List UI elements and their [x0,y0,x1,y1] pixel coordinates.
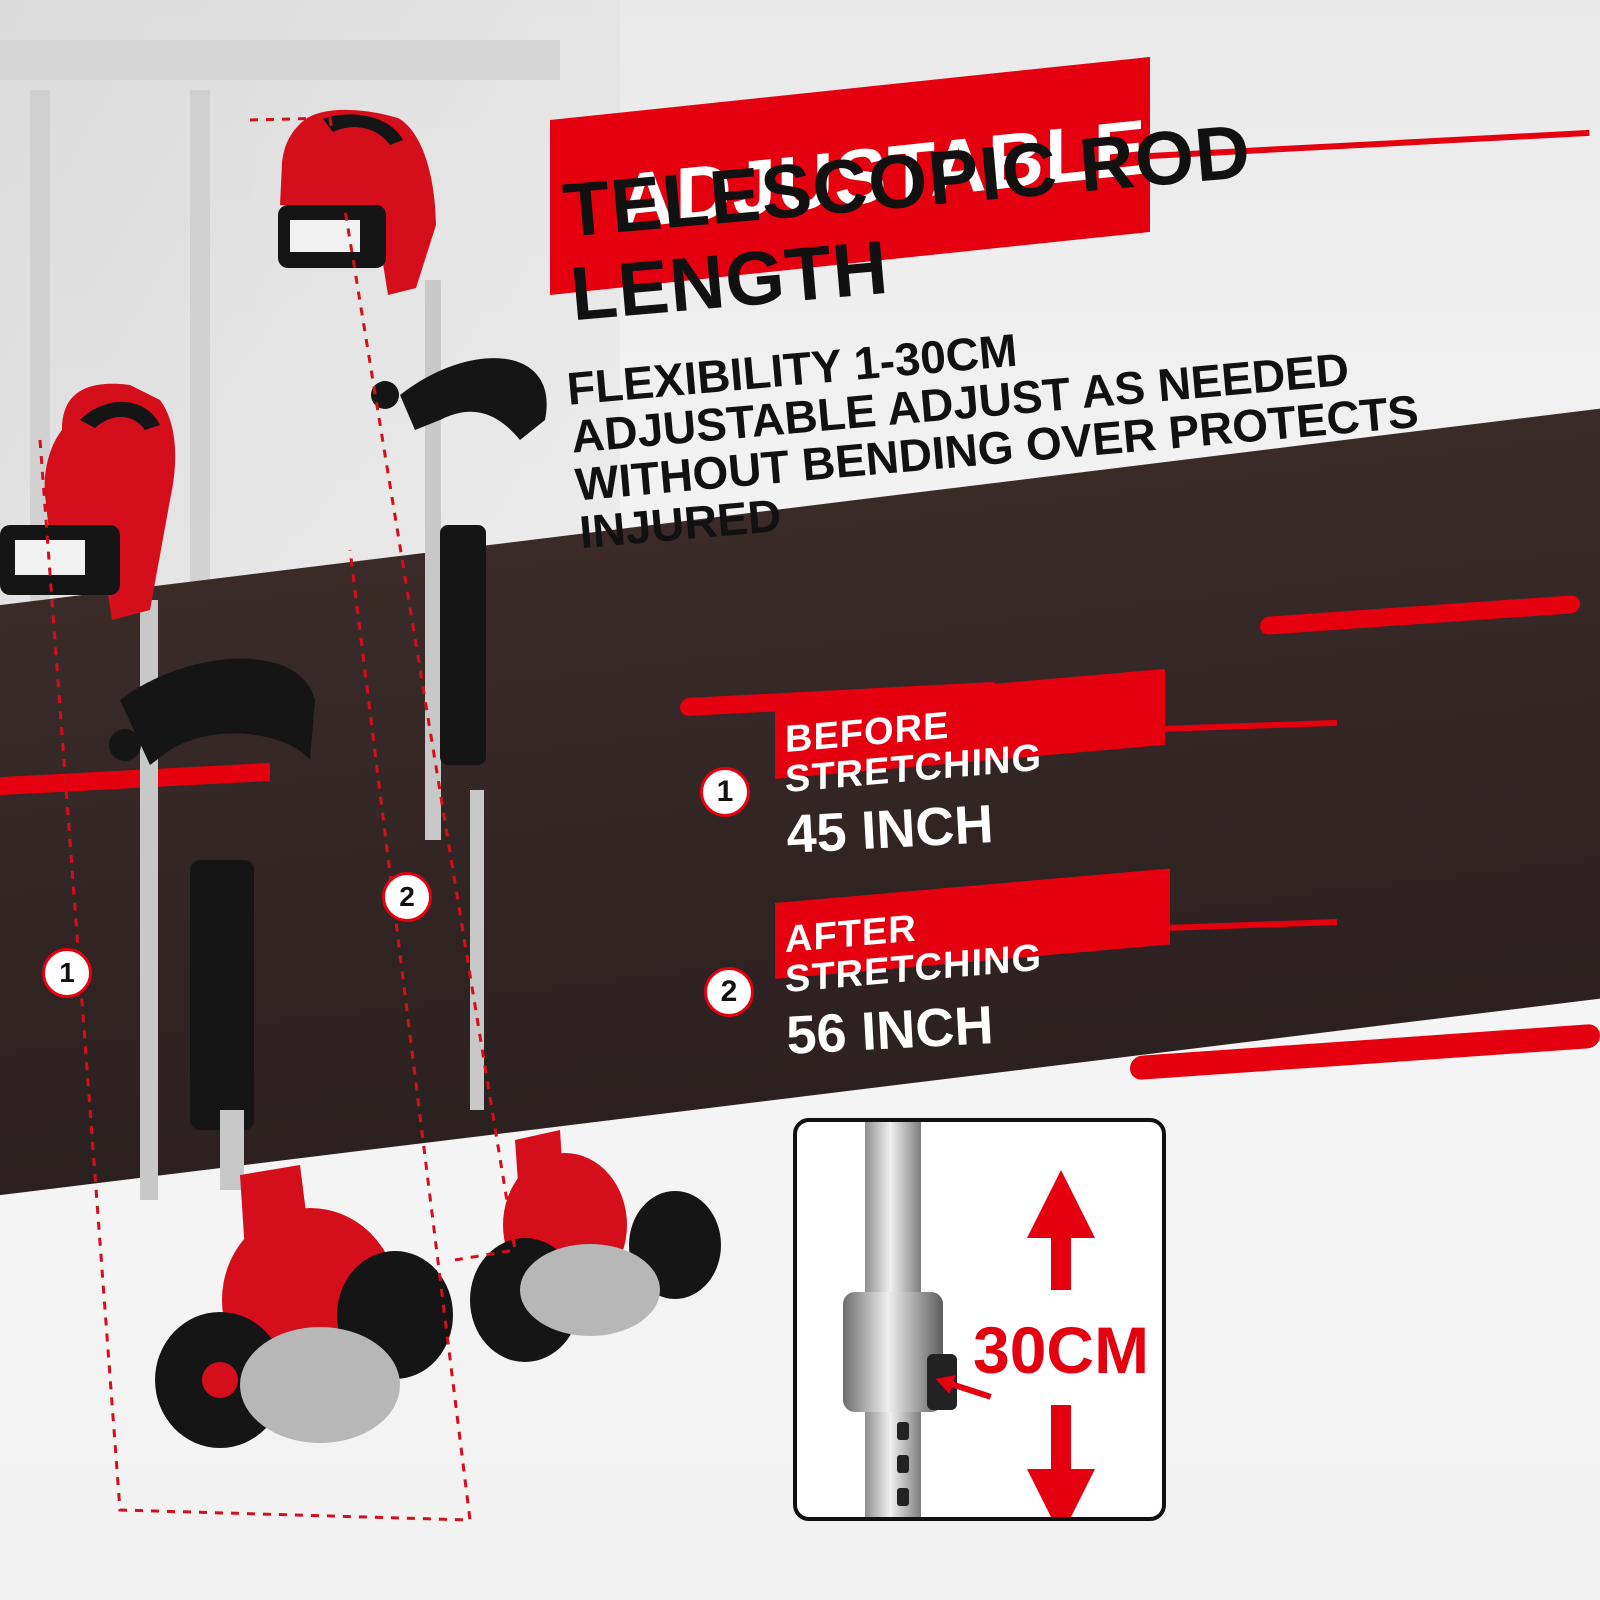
short-handle-red [44,383,176,620]
short-wheel-hub [202,1362,238,1398]
inset-label: 30CM [973,1313,1150,1387]
spec-1-value: 45 INCH [784,794,995,865]
arrow-up-icon [1027,1170,1095,1238]
long-rod-grip [440,525,486,765]
trimmer-short [0,383,472,1522]
arrow-down-icon [1027,1469,1095,1517]
short-blade-disc [240,1327,400,1443]
arrow-up-stem [1051,1232,1071,1290]
inset-slot-2 [897,1455,909,1473]
short-knob [109,729,141,761]
long-loop-handle [400,358,547,440]
long-rod-extension [470,790,484,1110]
product-marker-1: 1 [42,948,92,998]
short-loop-handle [120,658,315,765]
arrow-down-stem [1051,1405,1071,1469]
product-marker-2: 2 [382,872,432,922]
inset-slot-1 [897,1422,909,1440]
inset-collar [843,1292,943,1412]
short-rod-grip [190,860,254,1130]
spec-2-value: 56 INCH [784,995,995,1066]
spec-1-number: 1 [700,767,750,817]
long-handle-red [280,109,436,295]
short-rod-lower [220,1110,244,1190]
short-handle-grip [80,401,160,430]
inset-slot-3 [897,1488,909,1506]
long-handle-grip [323,114,403,145]
long-knob [371,381,399,409]
short-measure-outline [38,439,472,1522]
rod-detail-inset: 30CM [793,1118,1166,1521]
long-blade-disc [520,1244,660,1336]
spec-2-number: 2 [704,967,754,1017]
trimmer-long [249,109,721,1362]
